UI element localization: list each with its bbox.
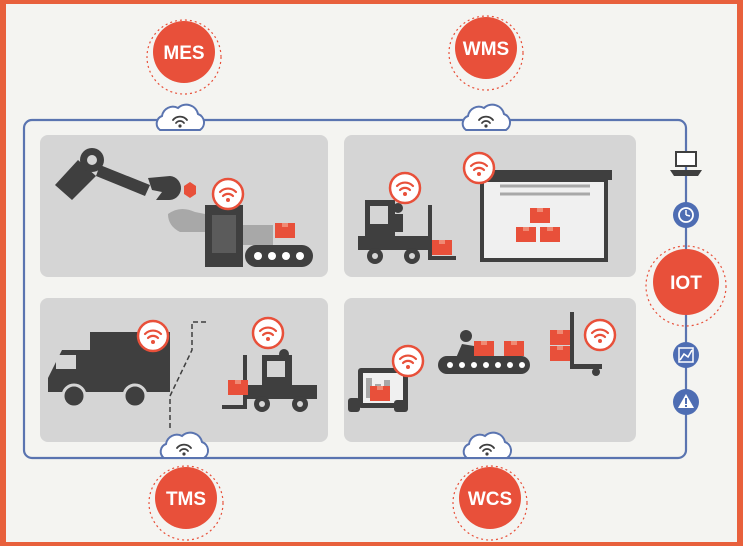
wcs-node[interactable]: WCS: [453, 466, 527, 540]
mes-label: MES: [163, 43, 204, 64]
cloud-wifi-icon: [463, 105, 510, 130]
laptop-icon: [670, 152, 702, 176]
package-icon: [530, 208, 550, 223]
warning-icon: [673, 389, 699, 415]
tms-label: TMS: [166, 489, 206, 510]
wifi-badge-icon: [253, 318, 283, 348]
package-icon: [474, 341, 494, 356]
package-icon: [432, 240, 452, 255]
wifi-badge-icon: [138, 321, 168, 351]
clock-icon: [673, 202, 699, 228]
package-icon: [275, 223, 295, 238]
wifi-badge-icon: [393, 346, 423, 376]
tms-node[interactable]: TMS: [149, 466, 223, 540]
wifi-badge-icon: [390, 173, 420, 203]
wifi-badge-icon: [464, 153, 494, 183]
package-icon: [228, 380, 248, 395]
wifi-badge-icon: [585, 320, 615, 350]
package-icon: [516, 227, 536, 242]
wcs-label: WCS: [468, 489, 512, 510]
package-icon: [504, 341, 524, 356]
mes-node[interactable]: MES: [147, 20, 221, 94]
wms-node[interactable]: WMS: [449, 16, 523, 90]
iot-label: IOT: [670, 273, 702, 294]
line-chart-icon: [673, 342, 699, 368]
iot-node[interactable]: IOT: [646, 246, 726, 326]
wms-label: WMS: [463, 39, 509, 60]
cloud-wifi-icon: [157, 105, 204, 130]
package-icon: [550, 346, 570, 361]
package-icon: [550, 330, 570, 345]
package-icon: [370, 386, 390, 401]
conveyor-icon: [245, 245, 313, 267]
wifi-badge-icon: [213, 179, 243, 209]
package-icon: [540, 227, 560, 242]
